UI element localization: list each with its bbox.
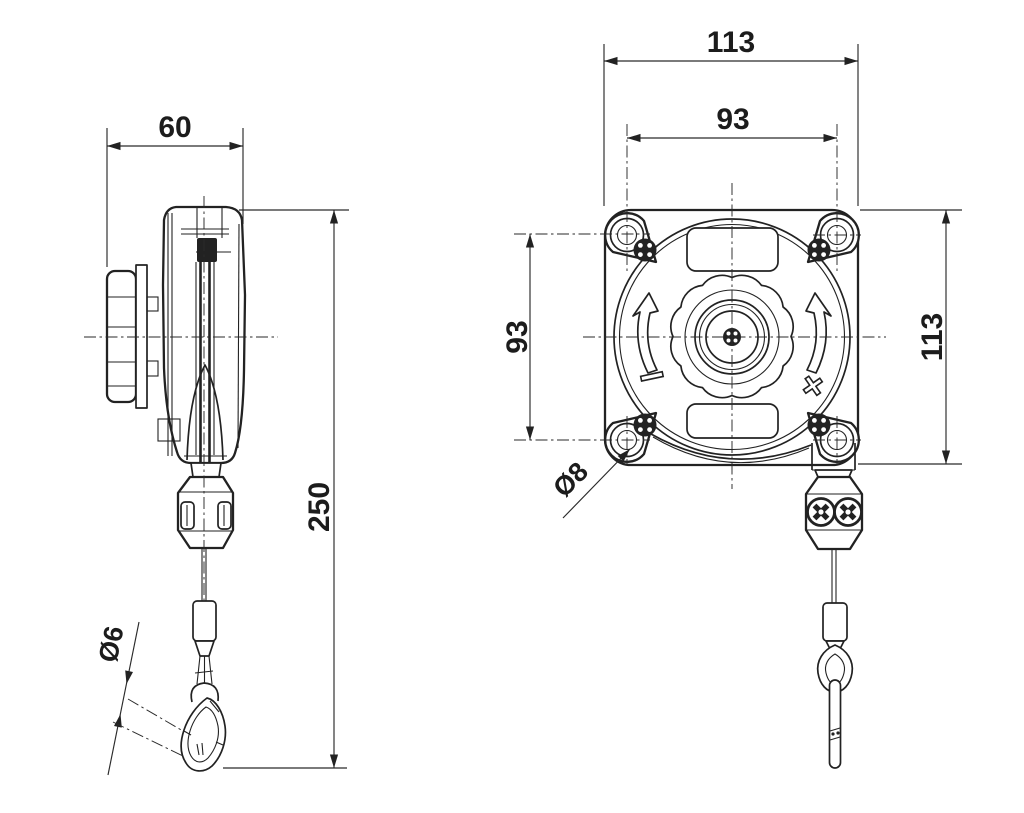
extension-line: [127, 698, 184, 732]
knob-tab: [146, 296, 159, 312]
leader-line: [562, 448, 631, 519]
side-adjustment-knob: [105, 264, 159, 409]
housing-wall-line: [237, 223, 240, 449]
screw-dot: [726, 338, 731, 343]
cable-wrap-arc: [650, 433, 812, 460]
dim-front-width-value: 113: [707, 26, 755, 59]
side-cable-stop: [176, 475, 235, 550]
dim-front-height-value: 113: [916, 313, 949, 361]
extension-line: [112, 721, 184, 757]
hook-mark: [829, 736, 841, 741]
swivel-eye: [190, 682, 220, 703]
knob-flange: [135, 264, 148, 409]
cw-arrow: [805, 292, 832, 374]
hook-gate-detail: [196, 742, 204, 756]
phillips-screw: [806, 497, 836, 527]
hook-dot: [836, 731, 840, 735]
housing-clip: [157, 418, 181, 442]
knob-scallop: [669, 274, 795, 399]
strand-tick: [194, 670, 214, 674]
leader-line: [107, 621, 140, 776]
ferrule-taper: [194, 640, 215, 657]
dim-front-height: 113: [858, 209, 962, 465]
dim-hook-diameter: Ø6: [93, 621, 184, 776]
hook-edge-view: [828, 679, 842, 769]
phillips-screw: [833, 497, 863, 527]
leader-arrow: [114, 714, 122, 728]
cable-stop-outline: [176, 475, 235, 550]
front-view: − +: [501, 26, 962, 769]
dim-side-width-value: 60: [158, 111, 191, 144]
hook-gate-mark: [215, 741, 224, 746]
cable-strands: [196, 655, 213, 685]
snap-hook-outer: [180, 697, 227, 772]
cable-funnel: [186, 364, 224, 461]
screw-dot: [733, 331, 738, 336]
label-plate-top: [686, 227, 779, 272]
screw-dot: [726, 331, 731, 336]
dim-hole-pitch-h-value: 93: [716, 103, 749, 136]
side-housing: [157, 205, 247, 478]
dim-hole-diameter-value: Ø8: [547, 456, 594, 503]
ccw-arrow: [632, 292, 659, 374]
cable-wrap-arc-inner: [652, 436, 810, 464]
screw-dot: [733, 338, 738, 343]
side-cable-assembly: [180, 548, 227, 772]
dim-hole-pitch-v-value: 93: [501, 320, 534, 353]
hook-dot: [831, 732, 835, 736]
cover-screw: [807, 238, 831, 262]
ferrule-front: [822, 602, 848, 642]
dim-hook-diameter-value: Ø6: [93, 623, 130, 664]
knob-tab: [146, 360, 159, 377]
hook-gate-line: [209, 700, 220, 713]
label-plate-bottom: [686, 403, 779, 439]
cover-screws: [633, 238, 831, 437]
cable-stop-slot: [217, 501, 232, 530]
dim-front-width: 113: [603, 26, 859, 206]
cover-screw: [633, 238, 657, 262]
cover-screw: [807, 413, 831, 437]
front-cable-assembly: [816, 549, 854, 769]
ferrule: [192, 600, 217, 642]
dim-hole-pitch-horizontal: 93: [627, 103, 837, 143]
bracket-bushing: [197, 238, 217, 262]
dim-side-height: 250: [223, 209, 349, 769]
knob-face: [105, 269, 138, 404]
cable-stop-slot: [180, 501, 195, 530]
outlet-neck: [190, 462, 222, 478]
snap-hook-inner: [187, 706, 219, 763]
hook-mark: [829, 727, 841, 732]
hook-gate-mark: [183, 730, 192, 736]
dim-hole-pitch-vertical: 93: [501, 234, 535, 440]
leader-arrow: [125, 670, 133, 684]
cover-screw: [633, 413, 657, 437]
dim-side-width: 60: [106, 111, 244, 267]
front-cable-exit: [804, 443, 864, 551]
dim-side-height-value: 250: [303, 482, 336, 532]
side-view: 60 250 Ø6: [84, 111, 349, 776]
